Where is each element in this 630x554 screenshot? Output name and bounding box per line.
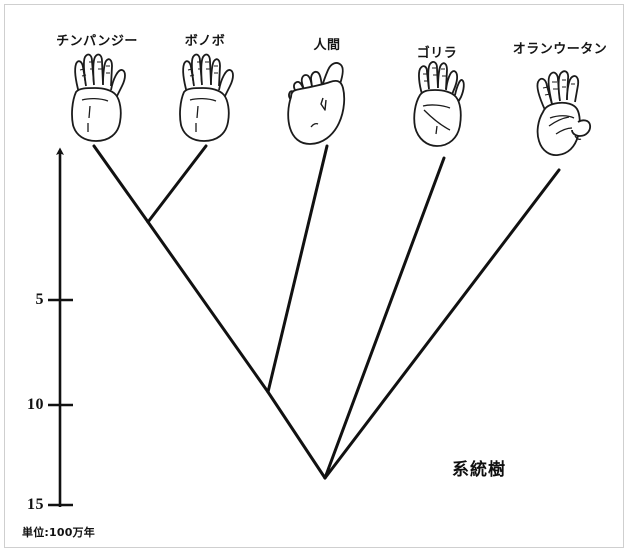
- axis-unit-note: 単位:100万年: [22, 526, 95, 539]
- branch-orangutan: [323, 168, 561, 480]
- taxon-label-orangutan: オランウータン: [512, 42, 608, 57]
- taxon-label-chimpanzee: チンパンジー: [56, 34, 138, 49]
- gorilla-hand-icon: [413, 61, 465, 147]
- bonobo-hand-icon: [179, 53, 234, 142]
- branch-homininae-stem: [266, 390, 327, 480]
- chimpanzee-hand-icon: [71, 53, 126, 142]
- taxon-label-bonobo: ボノボ: [184, 34, 226, 49]
- human-foot-icon: [287, 62, 346, 145]
- taxon-label-gorilla: ゴリラ: [416, 46, 458, 61]
- time-axis: [48, 147, 73, 507]
- taxon-label-human: 人間: [313, 38, 341, 53]
- branch-bonobo: [146, 144, 208, 224]
- axis-tick-label-15: 15: [27, 496, 44, 513]
- branch-human: [266, 144, 329, 394]
- axis-tick-label-10: 10: [27, 396, 44, 413]
- figure-title: 系統樹: [452, 460, 506, 480]
- tree-branches: [92, 144, 561, 480]
- branch-chimpanzee: [92, 144, 150, 224]
- axis-tick-label-5: 5: [35, 291, 44, 308]
- branch-gorilla: [323, 156, 446, 480]
- branch-pan-stem: [146, 220, 270, 394]
- orangutan-hand-icon: [536, 70, 592, 156]
